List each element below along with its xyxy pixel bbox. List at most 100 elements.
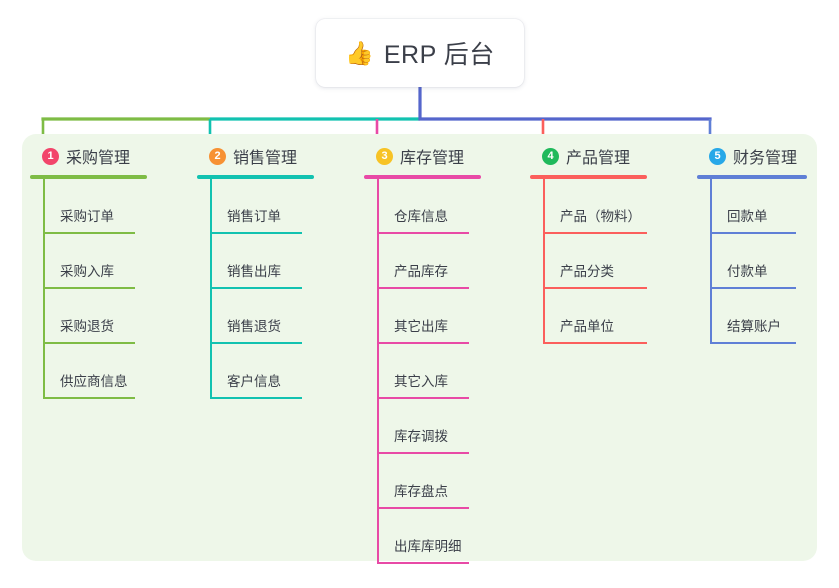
leaf-item-rule: [543, 232, 647, 234]
leaf-item[interactable]: 回款单: [697, 179, 827, 234]
column-items: 回款单付款单结算账户: [697, 179, 827, 344]
leaf-item-label: 客户信息: [227, 374, 281, 389]
column-3: 3 库存管理仓库信息产品库存其它出库其它入库库存调拨库存盘点出库库明细: [364, 143, 514, 564]
leaf-item-rule: [43, 232, 135, 234]
leaf-item[interactable]: 产品单位: [530, 289, 685, 344]
leaf-item-rule: [377, 452, 469, 454]
column-header-3[interactable]: 3 库存管理: [364, 143, 514, 169]
leaf-item[interactable]: 库存盘点: [364, 454, 514, 509]
leaf-item-label: 其它入库: [394, 374, 448, 389]
thumbs-up-icon: 👍: [345, 39, 374, 66]
leaf-item-label: 销售订单: [227, 209, 281, 224]
column-header-1[interactable]: 1 采购管理: [30, 143, 180, 169]
leaf-item-rule: [377, 397, 469, 399]
leaf-item[interactable]: 采购退货: [30, 289, 180, 344]
leaf-item-label: 付款单: [727, 264, 768, 279]
leaf-item-rule: [43, 397, 135, 399]
leaf-item-rule: [210, 232, 302, 234]
column-header-2[interactable]: 2 销售管理: [197, 143, 347, 169]
leaf-item-label: 回款单: [727, 209, 768, 224]
leaf-item-rule: [210, 287, 302, 289]
leaf-item[interactable]: 出库库明细: [364, 509, 514, 564]
leaf-item[interactable]: 其它入库: [364, 344, 514, 399]
leaf-item[interactable]: 库存调拨: [364, 399, 514, 454]
column-spine: [43, 179, 45, 399]
root-node-title: ERP 后台: [383, 41, 495, 69]
leaf-item-label: 采购入库: [60, 264, 114, 279]
root-node[interactable]: 👍 ERP 后台: [316, 19, 524, 87]
leaf-item-rule: [543, 287, 647, 289]
column-2: 2 销售管理销售订单销售出库销售退货客户信息: [197, 143, 347, 399]
column-title: 库存管理: [400, 150, 465, 167]
column-badge-icon: 3: [376, 147, 393, 165]
leaf-item-label: 库存盘点: [394, 484, 448, 499]
column-header-rule: [197, 175, 314, 179]
leaf-item-rule: [543, 342, 647, 344]
leaf-item[interactable]: 其它出库: [364, 289, 514, 344]
leaf-item-rule: [377, 507, 469, 509]
leaf-item-label: 出库库明细: [394, 539, 462, 554]
leaf-item[interactable]: 销售出库: [197, 234, 347, 289]
leaf-item[interactable]: 产品库存: [364, 234, 514, 289]
column-items: 产品（物料） 产品分类产品单位: [530, 179, 685, 344]
column-spine: [210, 179, 212, 399]
leaf-item-label: 库存调拨: [394, 429, 448, 444]
column-spine: [543, 179, 545, 344]
leaf-item-rule: [43, 342, 135, 344]
leaf-item[interactable]: 销售订单: [197, 179, 347, 234]
column-1: 1 采购管理采购订单采购入库采购退货供应商信息: [30, 143, 180, 399]
leaf-item-label: 仓库信息: [394, 209, 448, 224]
column-badge-icon: 1: [42, 147, 59, 165]
column-header-rule: [30, 175, 147, 179]
leaf-item[interactable]: 付款单: [697, 234, 827, 289]
column-items: 采购订单采购入库采购退货供应商信息: [30, 179, 180, 399]
leaf-item[interactable]: 销售退货: [197, 289, 347, 344]
column-header-rule: [530, 175, 647, 179]
leaf-item-rule: [210, 397, 302, 399]
leaf-item-rule: [710, 287, 796, 289]
leaf-item[interactable]: 结算账户: [697, 289, 827, 344]
leaf-item-rule: [377, 232, 469, 234]
leaf-item-label: 销售退货: [227, 319, 281, 334]
diagram-panel: [22, 134, 817, 561]
leaf-item[interactable]: 产品（物料）: [530, 179, 685, 234]
column-badge-icon: 5: [709, 147, 726, 165]
leaf-item[interactable]: 仓库信息: [364, 179, 514, 234]
column-title: 销售管理: [233, 150, 298, 167]
column-header-4[interactable]: 4 产品管理: [530, 143, 685, 169]
leaf-item-label: 采购订单: [60, 209, 114, 224]
column-header-rule: [364, 175, 481, 179]
leaf-item-label: 结算账户: [727, 319, 781, 334]
column-badge-icon: 2: [209, 147, 226, 165]
column-title: 产品管理: [566, 150, 631, 167]
leaf-item-rule: [377, 342, 469, 344]
leaf-item-rule: [377, 562, 469, 564]
leaf-item-rule: [710, 342, 796, 344]
leaf-item[interactable]: 采购入库: [30, 234, 180, 289]
leaf-item-rule: [377, 287, 469, 289]
leaf-item[interactable]: 客户信息: [197, 344, 347, 399]
column-badge-icon: 4: [542, 147, 559, 165]
column-title: 采购管理: [66, 150, 131, 167]
leaf-item-rule: [210, 342, 302, 344]
leaf-item-label: 其它出库: [394, 319, 448, 334]
leaf-item-label: 产品（物料）: [560, 209, 641, 224]
leaf-item-label: 销售出库: [227, 264, 281, 279]
column-spine: [710, 179, 712, 344]
column-items: 销售订单销售出库销售退货客户信息: [197, 179, 347, 399]
column-4: 4 产品管理产品（物料） 产品分类产品单位: [530, 143, 685, 344]
root-node-content: 👍 ERP 后台: [345, 35, 495, 71]
leaf-item-label: 供应商信息: [60, 374, 128, 389]
leaf-item-label: 采购退货: [60, 319, 114, 334]
leaf-item-label: 产品单位: [560, 319, 614, 334]
column-header-rule: [697, 175, 807, 179]
leaf-item-rule: [710, 232, 796, 234]
leaf-item[interactable]: 采购订单: [30, 179, 180, 234]
leaf-item[interactable]: 产品分类: [530, 234, 685, 289]
leaf-item[interactable]: 供应商信息: [30, 344, 180, 399]
leaf-item-rule: [43, 287, 135, 289]
column-spine: [377, 179, 379, 564]
leaf-item-label: 产品库存: [394, 264, 448, 279]
